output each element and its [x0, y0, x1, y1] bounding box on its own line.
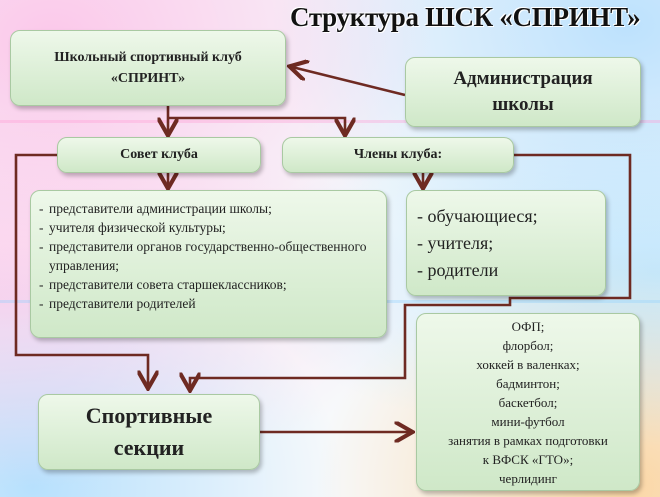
list-item: мини-футбол: [491, 413, 565, 429]
sections-sublabel: секции: [113, 435, 185, 460]
administration-box: Администрация школы: [405, 57, 641, 127]
list-item: учителя физической культуры;: [39, 218, 380, 237]
list-item: представители совета старшеклассников;: [39, 275, 380, 294]
sections-box: Спортивные секции: [38, 394, 260, 470]
member-list-box: - обучающиеся; - учителя; - родители: [406, 190, 606, 296]
list-item: хоккей в валенках;: [476, 356, 580, 372]
activities-list: ОФП; флорбол; хоккей в валенках; бадминт…: [448, 317, 608, 488]
members-box: Члены клуба:: [282, 137, 514, 173]
council-label: Совет клуба: [120, 147, 198, 162]
members-label: Члены клуба:: [353, 147, 443, 162]
page-title: Структура ШСК «СПРИНТ»: [290, 2, 641, 32]
council-list: представители администрации школы; учите…: [39, 199, 380, 313]
arrow-admin-to-club: [292, 67, 406, 97]
member-list: - обучающиеся; - учителя; - родители: [417, 203, 538, 284]
list-item: представители органов государственно-общ…: [39, 237, 380, 275]
list-item: бадминтон;: [496, 375, 560, 391]
arrow-to-members: [168, 116, 345, 133]
activities-box: ОФП; флорбол; хоккей в валенках; бадминт…: [416, 313, 640, 491]
club-name: Школьный спортивный клуб: [54, 50, 242, 65]
sections-label: Спортивные: [85, 403, 213, 428]
list-item: представители администрации школы;: [39, 199, 380, 218]
list-item: представители родителей: [39, 294, 380, 313]
list-item: ОФП;: [511, 318, 545, 334]
list-item: флорбол;: [502, 337, 554, 353]
arrow-council-to-sections: [14, 153, 148, 386]
council-box: Совет клуба: [57, 137, 261, 173]
list-item: баскетбол;: [498, 394, 558, 410]
arrow-members-to-sections: [190, 153, 632, 388]
administration-sublabel: школы: [492, 94, 554, 115]
list-item: - обучающиеся;: [417, 206, 538, 226]
list-item: - учителя;: [417, 233, 494, 253]
club-box: Школьный спортивный клуб «СПРИНТ»: [10, 30, 286, 106]
club-brand: «СПРИНТ»: [110, 71, 186, 86]
list-item: к ВФСК «ГТО»;: [482, 451, 574, 467]
list-item: черлидинг: [499, 470, 557, 486]
council-list-box: представители администрации школы; учите…: [30, 190, 387, 338]
list-item: - родители: [417, 260, 499, 280]
list-item: занятия в рамках подготовки: [448, 432, 608, 448]
administration-label: Администрация: [453, 68, 593, 89]
background-stripe: [0, 120, 660, 123]
